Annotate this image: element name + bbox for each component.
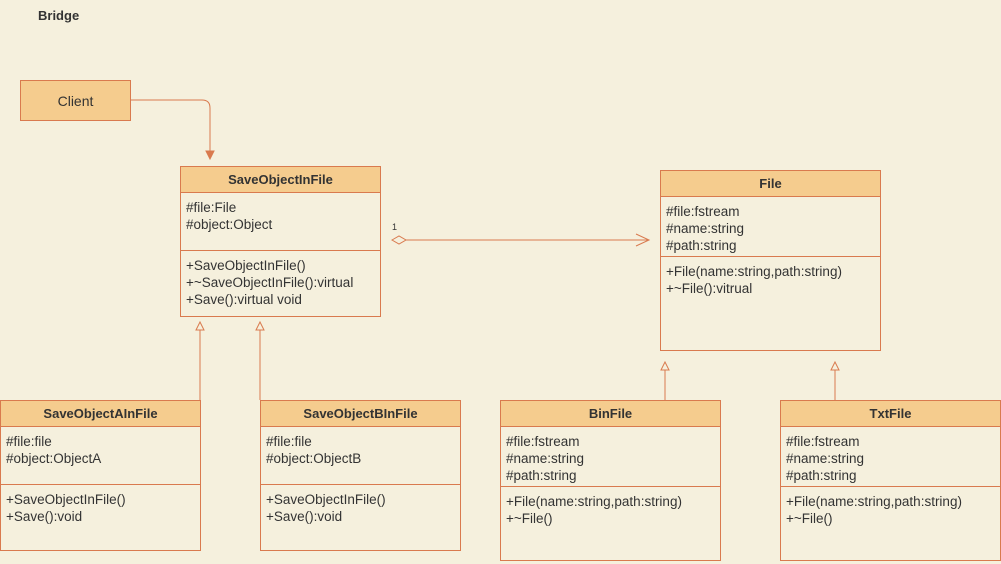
client-node[interactable]: Client — [20, 80, 131, 121]
inherit-a-arrowhead — [195, 320, 205, 331]
field: #path:string — [506, 468, 577, 483]
class-name: SaveObjectInFile — [181, 167, 380, 193]
methods-section: +SaveObjectInFile() +Save():void — [261, 485, 460, 525]
method: +~SaveObjectInFile():virtual — [186, 275, 354, 290]
method: +~File() — [506, 511, 553, 526]
method: +SaveObjectInFile() — [6, 492, 126, 507]
multiplicity-label: 1 — [392, 222, 398, 232]
class-bin-file[interactable]: BinFile #file:fstream #name:string #path… — [500, 400, 721, 561]
field: #file:file — [266, 434, 312, 449]
field: #name:string — [666, 221, 745, 236]
fields-section: #file:fstream #name:string #path:string — [501, 427, 720, 487]
client-association-line — [130, 99, 211, 158]
method: +SaveObjectInFile() — [186, 258, 306, 273]
method: +SaveObjectInFile() — [266, 492, 386, 507]
client-label: Client — [57, 92, 94, 109]
fields-section: #file:file #object:ObjectB — [261, 427, 460, 485]
class-name: SaveObjectBInFile — [261, 401, 460, 427]
class-save-object-in-file[interactable]: SaveObjectInFile #file:File #object:Obje… — [180, 166, 381, 317]
methods-section: +SaveObjectInFile() +Save():void — [1, 485, 200, 525]
class-file[interactable]: File #file:fstream #name:string #path:st… — [660, 170, 881, 351]
methods-section: +File(name:string,path:string) +~File() — [781, 487, 1000, 527]
field: #object:ObjectB — [266, 451, 362, 466]
methods-section: +File(name:string,path:string) +~File() — [501, 487, 720, 527]
field: #object:ObjectA — [6, 451, 102, 466]
inherit-txt-arrowhead — [830, 360, 840, 371]
field: #file:fstream — [786, 434, 860, 449]
field: #file:file — [6, 434, 52, 449]
methods-section: +SaveObjectInFile() +~SaveObjectInFile()… — [181, 251, 380, 308]
method: +Save():void — [266, 509, 343, 524]
method: +Save():void — [6, 509, 83, 524]
class-txt-file[interactable]: TxtFile #file:fstream #name:string #path… — [780, 400, 1001, 561]
fields-section: #file:fstream #name:string #path:string — [661, 197, 880, 257]
fields-section: #file:fstream #name:string #path:string — [781, 427, 1000, 487]
inherit-b-arrowhead — [255, 320, 265, 331]
class-name: File — [661, 171, 880, 197]
fields-section: #file:File #object:Object — [181, 193, 380, 251]
fields-section: #file:file #object:ObjectA — [1, 427, 200, 485]
class-save-object-b-in-file[interactable]: SaveObjectBInFile #file:file #object:Obj… — [260, 400, 461, 551]
class-name: TxtFile — [781, 401, 1000, 427]
class-name: BinFile — [501, 401, 720, 427]
client-association-arrowhead — [205, 150, 215, 161]
field: #file:fstream — [666, 204, 740, 219]
method: +File(name:string,path:string) — [666, 264, 842, 279]
method: +File(name:string,path:string) — [506, 494, 682, 509]
class-name: SaveObjectAInFile — [1, 401, 200, 427]
diagram-title: Bridge — [38, 8, 80, 23]
method: +~File():vitrual — [666, 281, 753, 296]
field: #file:fstream — [506, 434, 580, 449]
field: #object:Object — [186, 217, 273, 232]
field: #path:string — [786, 468, 857, 483]
methods-section: +File(name:string,path:string) +~File():… — [661, 257, 880, 297]
inherit-bin-arrowhead — [660, 360, 670, 371]
method: +Save():virtual void — [186, 292, 302, 307]
aggregation-diamond — [390, 235, 408, 245]
field: #path:string — [666, 238, 737, 253]
class-save-object-a-in-file[interactable]: SaveObjectAInFile #file:file #object:Obj… — [0, 400, 201, 551]
method: +~File() — [786, 511, 833, 526]
field: #name:string — [506, 451, 585, 466]
field: #file:File — [186, 200, 237, 215]
field: #name:string — [786, 451, 865, 466]
method: +File(name:string,path:string) — [786, 494, 962, 509]
aggregation-arrowhead — [635, 233, 651, 247]
